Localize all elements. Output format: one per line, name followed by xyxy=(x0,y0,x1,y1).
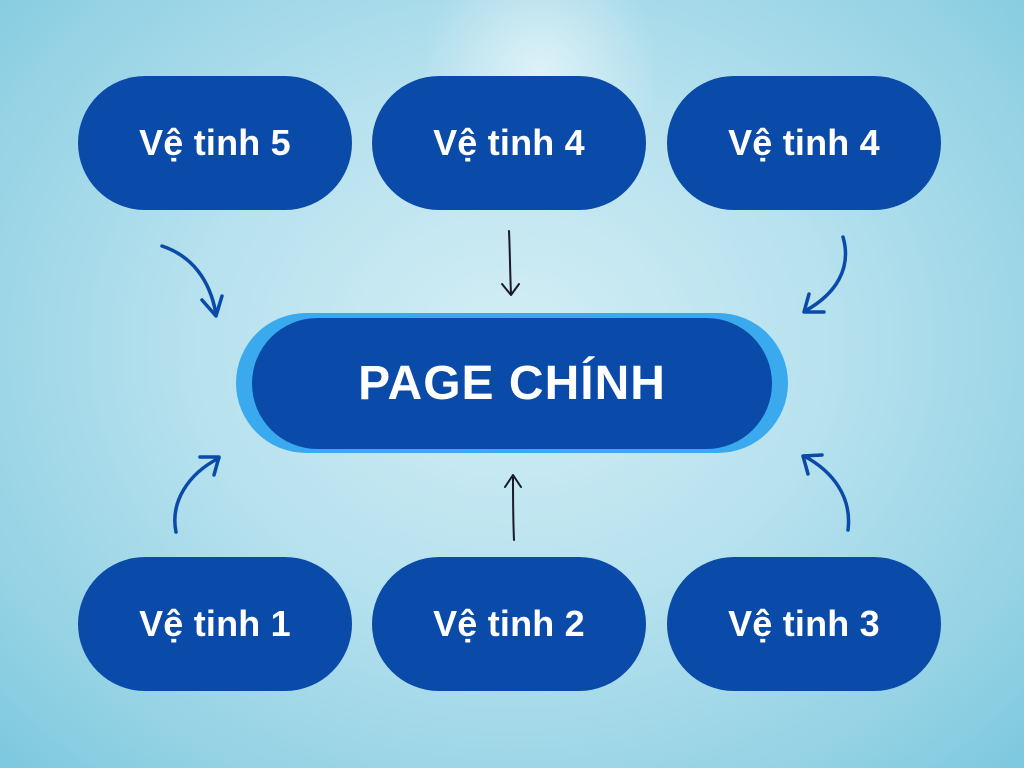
satellite-node-bottom-left: Vệ tinh 1 xyxy=(78,557,352,691)
arrow-top-center xyxy=(501,230,520,296)
satellite-node-top-left: Vệ tinh 5 xyxy=(78,76,352,210)
satellite-node-top-center: Vệ tinh 4 xyxy=(372,76,646,210)
satellite-label: Vệ tinh 2 xyxy=(433,603,585,644)
satellite-label: Vệ tinh 4 xyxy=(728,122,880,163)
arrow-top-left xyxy=(160,244,224,318)
satellite-label: Vệ tinh 5 xyxy=(139,122,291,163)
satellite-node-bottom-right: Vệ tinh 3 xyxy=(667,557,941,691)
main-node: PAGE CHÍNH xyxy=(252,318,772,449)
satellite-label: Vệ tinh 3 xyxy=(728,603,880,644)
arrow-bottom-center xyxy=(504,474,522,541)
satellite-node-bottom-center: Vệ tinh 2 xyxy=(372,557,646,691)
arrow-bottom-right xyxy=(801,453,851,532)
satellite-label: Vệ tinh 1 xyxy=(139,603,291,644)
arrow-top-right xyxy=(802,235,848,314)
satellite-node-top-right: Vệ tinh 4 xyxy=(667,76,941,210)
arrow-bottom-left xyxy=(173,455,221,534)
satellite-label: Vệ tinh 4 xyxy=(433,122,585,163)
main-node-label: PAGE CHÍNH xyxy=(358,357,666,410)
